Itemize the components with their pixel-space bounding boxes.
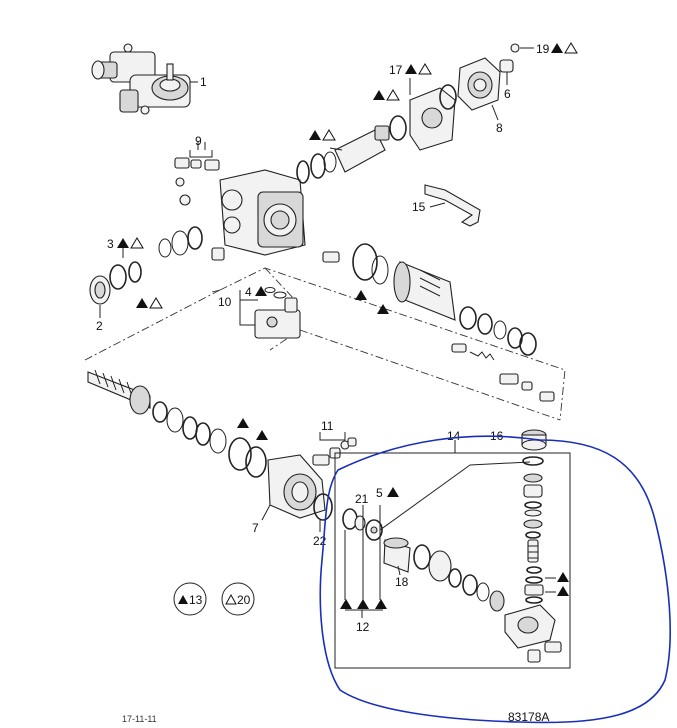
kit-13-marker	[405, 64, 417, 74]
label-part-3: 3	[107, 237, 114, 251]
flange-part-8[interactable]	[439, 57, 501, 121]
label-part-6: 6	[504, 87, 511, 101]
assembly-guide-lines	[84, 267, 566, 421]
label-part-11: 11	[321, 419, 334, 433]
legend-kit-13[interactable]: 13	[173, 582, 207, 616]
middle-housing[interactable]	[211, 169, 306, 261]
kit-13-marker	[355, 290, 367, 300]
label-part-2: 2	[96, 319, 103, 333]
label-part-8: 8	[496, 121, 503, 135]
kit-13-marker	[256, 430, 268, 440]
kit-20-marker	[386, 89, 400, 101]
kit-13-marker	[309, 130, 321, 140]
legend-kit-13-label: 13	[189, 593, 203, 607]
label-part-21: 21	[355, 492, 369, 506]
pipe-part-15[interactable]	[424, 184, 481, 227]
label-part-5: 5	[376, 486, 383, 500]
kit-13-marker	[551, 43, 563, 53]
label-part-19: 19	[536, 42, 550, 56]
cap-part-16[interactable]	[521, 429, 547, 451]
seal-rings-part-3[interactable]	[89, 226, 203, 318]
kit-13-marker	[377, 304, 389, 314]
piston-cylinder[interactable]	[322, 243, 537, 356]
drawing-code: 83178A	[508, 710, 549, 724]
screw-set-part-9[interactable]	[174, 142, 220, 206]
worm-shaft[interactable]	[87, 369, 267, 478]
ring-part-22[interactable]	[313, 493, 333, 532]
label-part-17: 17	[389, 63, 403, 77]
cover-plate-part-17[interactable]	[389, 78, 456, 151]
seal-group-part-12[interactable]	[342, 505, 383, 618]
footer-date: 17-11-11	[122, 714, 157, 724]
pump-assembly[interactable]	[91, 43, 198, 115]
kit-13-marker	[557, 572, 569, 582]
pins-and-spring[interactable]	[451, 343, 555, 402]
kit-20-marker	[149, 297, 163, 309]
label-part-18: 18	[395, 575, 409, 589]
piston-part-18[interactable]	[383, 537, 505, 612]
bolt-set-part-11[interactable]	[312, 432, 357, 466]
kit-13-marker	[136, 298, 148, 308]
housing-part-7[interactable]	[261, 454, 326, 521]
kit-13-marker	[340, 599, 352, 609]
kit-13-marker	[255, 286, 267, 296]
blue-highlight-annotation	[319, 435, 671, 724]
lower-valve-body[interactable]	[504, 604, 562, 663]
label-part-10: 10	[218, 295, 232, 309]
label-part-1: 1	[200, 75, 207, 89]
kit-20-marker	[564, 42, 578, 54]
legend-kit-20[interactable]: 20	[221, 582, 255, 616]
label-part-7: 7	[252, 521, 259, 535]
nut-part-6[interactable]	[499, 59, 514, 85]
label-part-14: 14	[447, 429, 461, 443]
kit-13-marker	[375, 599, 387, 609]
kit-20-marker	[418, 63, 432, 75]
kit-13-marker	[557, 586, 569, 596]
kit-13-marker	[117, 238, 129, 248]
subassembly-box-part-14[interactable]	[334, 440, 571, 669]
screw-part-19[interactable]	[510, 43, 534, 53]
kit-13-marker	[373, 90, 385, 100]
label-part-4: 4	[245, 285, 252, 299]
kit-20-marker	[130, 237, 144, 249]
sector-shaft-stack[interactable]	[522, 456, 544, 604]
label-part-12: 12	[356, 620, 370, 634]
kit-13-marker	[357, 599, 369, 609]
upper-shaft-assembly[interactable]	[296, 125, 390, 184]
kit-20-marker	[322, 129, 336, 141]
kit-13-marker	[387, 487, 399, 497]
kit-13-marker	[237, 418, 249, 428]
legend-kit-20-label: 20	[237, 593, 251, 607]
valve-block-part-10[interactable]	[239, 287, 301, 339]
label-part-9: 9	[195, 134, 202, 148]
label-part-15: 15	[412, 200, 426, 214]
